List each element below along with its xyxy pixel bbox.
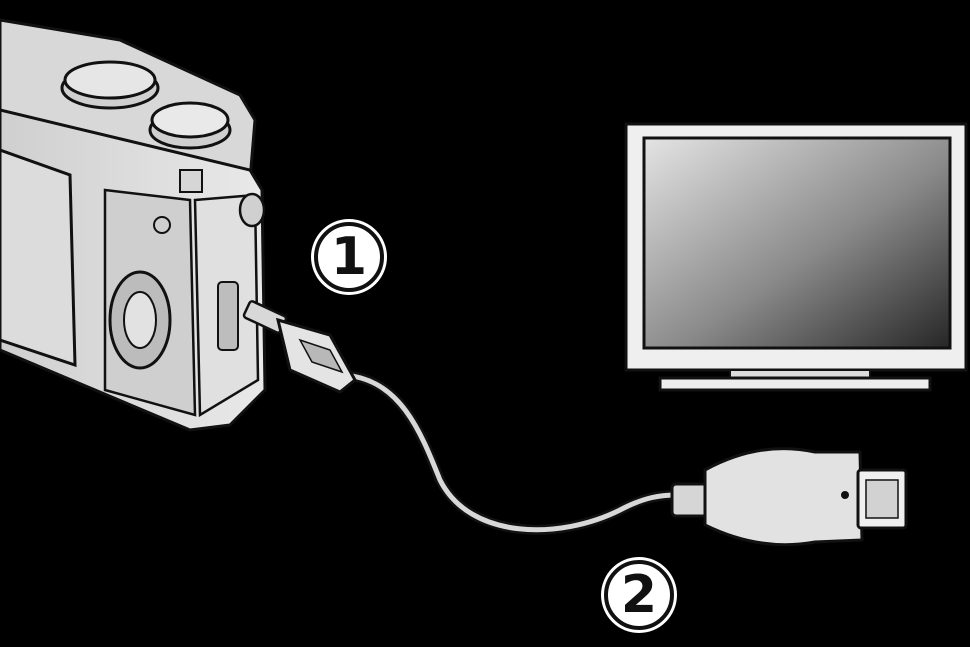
camera-icon bbox=[0, 18, 267, 432]
tv-icon bbox=[624, 122, 968, 392]
camera-plug-icon bbox=[242, 300, 357, 394]
tv-plug-icon bbox=[670, 447, 908, 547]
step-1-badge: 1 bbox=[314, 222, 384, 292]
hdmi-cable-icon bbox=[242, 300, 908, 547]
step-2-badge: 2 bbox=[604, 560, 674, 630]
